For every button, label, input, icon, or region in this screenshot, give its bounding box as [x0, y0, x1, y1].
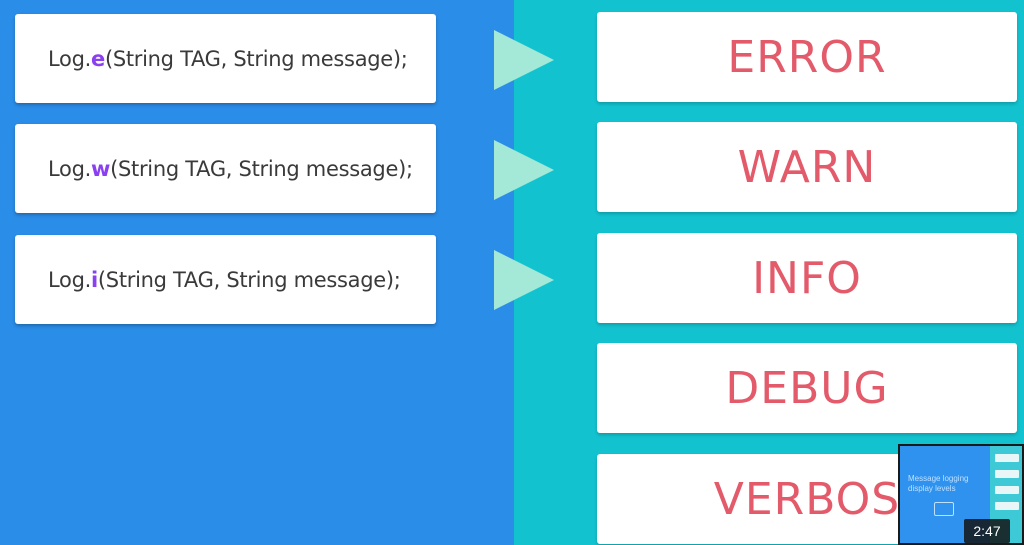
log-e-card: Log.e(String TAG, String message);	[15, 14, 436, 103]
thumbnail-card	[995, 454, 1019, 462]
log-signature: (String TAG, String message);	[97, 267, 401, 292]
log-prefix: Log.	[48, 156, 91, 181]
log-method-i: i	[90, 267, 98, 292]
log-prefix: Log.	[48, 46, 91, 71]
level-debug-card: DEBUG	[597, 343, 1017, 433]
arrow-right-icon	[494, 30, 554, 90]
video-duration-badge: 2:47	[964, 519, 1010, 543]
level-label: DEBUG	[725, 362, 889, 414]
thumbnail-caption: Message logging display levels	[908, 474, 969, 493]
log-signature: (String TAG, String message);	[110, 156, 413, 181]
level-label: WARN	[737, 141, 877, 193]
log-method-w: w	[90, 156, 111, 181]
log-prefix: Log.	[48, 267, 91, 292]
arrow-right-icon	[494, 140, 554, 200]
level-info-card: INFO	[597, 233, 1017, 323]
log-w-card: Log.w(String TAG, String message);	[15, 124, 436, 213]
thumbnail-card	[995, 470, 1019, 478]
log-method-e: e	[90, 46, 105, 71]
thumbnail-card	[995, 502, 1019, 510]
log-i-card: Log.i(String TAG, String message);	[15, 235, 436, 324]
level-label: VERBOS	[713, 473, 901, 525]
thumbnail-card	[995, 486, 1019, 494]
level-label: INFO	[752, 252, 862, 304]
level-warn-card: WARN	[597, 122, 1017, 212]
log-signature: (String TAG, String message);	[104, 46, 408, 71]
level-error-card: ERROR	[597, 12, 1017, 102]
chat-icon	[934, 502, 954, 516]
arrow-right-icon	[494, 250, 554, 310]
level-label: ERROR	[727, 31, 887, 83]
